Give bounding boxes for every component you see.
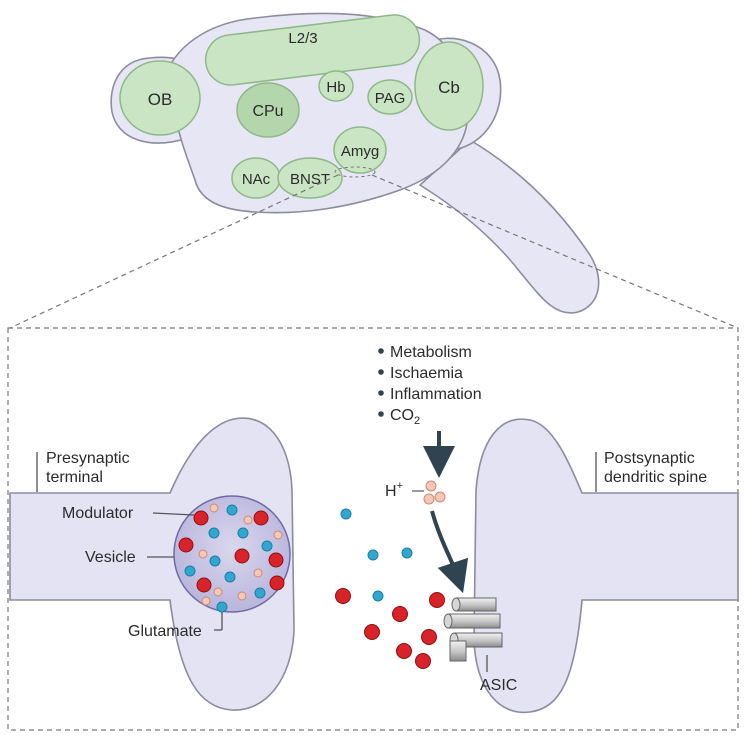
factor-metabolism: Metabolism <box>390 344 472 361</box>
label-l23: L2/3 <box>288 30 317 47</box>
factor-co2: CO2 <box>390 407 420 427</box>
region-nac: NAc <box>231 157 281 199</box>
asic-channels <box>443 597 503 662</box>
zoom-origin <box>334 166 376 178</box>
region-cpu: CPu <box>236 82 300 138</box>
brainstem <box>418 139 600 314</box>
region-l23: L2/3 <box>204 14 421 86</box>
arrows <box>423 431 469 594</box>
label-hb: Hb <box>326 79 345 96</box>
label-presynaptic-2: terminal <box>46 469 103 486</box>
label-ob: OB <box>148 90 173 109</box>
factor-ischaemia: Ischaemia <box>390 365 463 382</box>
label-postsynaptic-2: dendritic spine <box>604 469 707 486</box>
region-amyg: Amyg <box>333 126 387 174</box>
labels: Presynaptic terminal Postsynaptic dendri… <box>36 450 707 694</box>
proton: H+ <box>385 480 446 505</box>
factor-list: Metabolism Ischaemia Inflammation CO2 <box>378 344 482 427</box>
label-modulator: Modulator <box>62 505 134 522</box>
region-hb: Hb <box>318 70 354 102</box>
region-pag: PAG <box>367 79 413 115</box>
label-postsynaptic-1: Postsynaptic <box>604 450 695 467</box>
arrow-curve <box>430 510 469 594</box>
label-amyg: Amyg <box>341 143 379 160</box>
label-cb: Cb <box>438 78 460 97</box>
vesicle-contents <box>178 503 285 613</box>
label-vesicle: Vesicle <box>85 549 136 566</box>
region-cb: Cb <box>414 41 484 131</box>
label-pag: PAG <box>375 90 406 107</box>
label-nac: NAc <box>242 171 271 188</box>
proton-label: H+ <box>385 480 403 500</box>
brain-regions: L2/3 OB CPu Hb PAG Cb Amyg NAc <box>119 14 484 199</box>
factor-inflammation: Inflammation <box>390 386 482 403</box>
region-ob: OB <box>119 60 201 136</box>
region-bnst: BNST <box>277 157 343 199</box>
label-bnst: BNST <box>290 171 330 188</box>
cleft-particles <box>335 508 445 669</box>
label-glutamate: Glutamate <box>128 623 202 640</box>
label-asic: ASIC <box>480 677 517 694</box>
label-cpu: CPu <box>252 103 283 120</box>
label-presynaptic-1: Presynaptic <box>46 450 130 467</box>
